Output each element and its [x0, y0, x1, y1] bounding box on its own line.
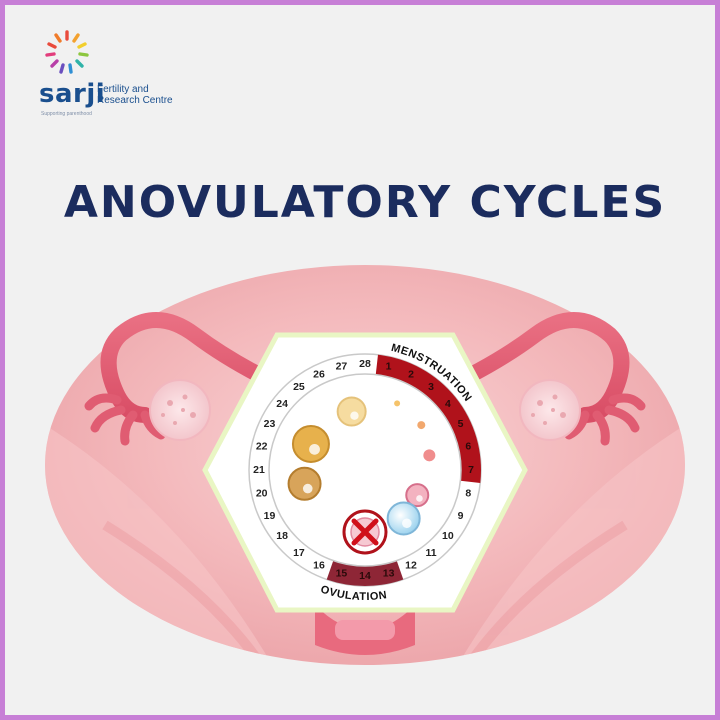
day-number: 10: [442, 530, 454, 542]
day-number: 3: [428, 381, 434, 393]
day-number: 1: [386, 361, 392, 373]
brand-tagline: Supporting parenthood: [41, 111, 92, 117]
day-number: 27: [336, 361, 348, 373]
crossed-egg-icon: [342, 509, 388, 555]
day-number: 14: [359, 570, 371, 582]
day-number: 8: [465, 488, 471, 500]
follicle-icon: [309, 443, 320, 455]
day-number: 19: [264, 510, 276, 522]
day-number: 2: [408, 368, 414, 380]
follicle-icon: [291, 424, 330, 463]
day-number: 20: [256, 488, 268, 500]
follicle-icon: [287, 466, 322, 501]
brand-logo: sarji Fertility and Research Centre Supp…: [39, 29, 209, 129]
day-number: 7: [468, 464, 474, 476]
day-number: 18: [276, 530, 288, 542]
cross-line-2: [351, 518, 379, 546]
brand-subtitle-line1: Fertility and: [97, 84, 149, 95]
day-number: 16: [313, 560, 325, 572]
follicle-icon: [417, 421, 426, 430]
day-number: 12: [405, 560, 417, 572]
day-number: 23: [264, 418, 276, 430]
follicle-icon: [350, 411, 359, 420]
day-number: 5: [458, 418, 464, 430]
day-number: 17: [293, 547, 305, 559]
day-number: 22: [256, 440, 268, 452]
ovary-right-icon: [519, 379, 581, 441]
follicle-icon: [386, 501, 421, 536]
follicle-icon: [405, 483, 430, 508]
anovulatory-illustration: 1234567891011121314151617181920212223242…: [45, 265, 685, 665]
day-number: 6: [465, 440, 471, 452]
brand-subtitle-line2: Research Centre: [97, 95, 173, 106]
day-number: 11: [426, 547, 437, 559]
day-number: 15: [336, 567, 348, 579]
follicle-icon: [336, 396, 367, 427]
cycle-wheel: 1234567891011121314151617181920212223242…: [248, 342, 482, 603]
day-number: 26: [313, 368, 325, 380]
day-number: 24: [276, 398, 288, 410]
follicle-icon: [402, 518, 412, 529]
day-number: 4: [445, 398, 451, 410]
day-number: 13: [383, 567, 395, 579]
page-title: ANOVULATORY CYCLES: [63, 177, 667, 228]
menstruation-arc: [375, 354, 481, 483]
follicle-icon: [423, 449, 436, 462]
follicle-icon: [416, 495, 423, 502]
brand-name: sarji: [39, 79, 106, 109]
day-number: 28: [359, 358, 371, 370]
ovary-left-icon: [149, 379, 211, 441]
brand-subtitle: Fertility and Research Centre: [97, 84, 173, 106]
sunburst-logo-icon: [45, 30, 89, 74]
follicle-icon: [302, 483, 313, 494]
day-number: 25: [293, 381, 305, 393]
day-number: 9: [458, 510, 464, 522]
day-number: 21: [253, 464, 265, 476]
ovulation-arc: [326, 560, 404, 586]
follicle-icon: [394, 400, 401, 407]
